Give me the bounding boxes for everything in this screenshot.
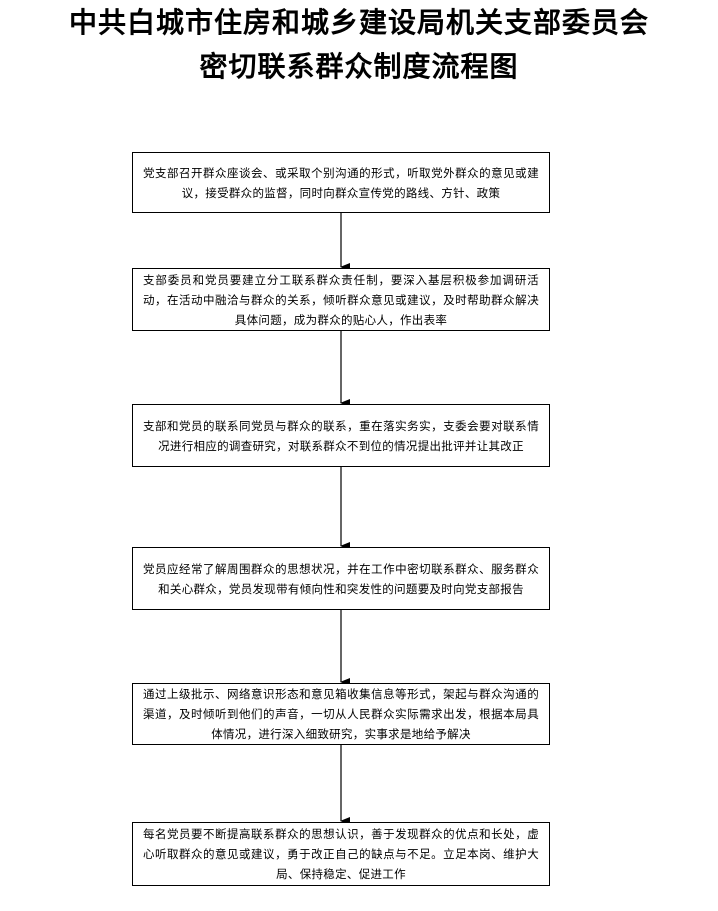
flow-step-4: 党员应经常了解周围群众的思想状况，并在工作中密切联系群众、服务群众和关心群众，党…: [132, 547, 550, 610]
flow-step-3-text: 支部和党员的联系同党员与群众的联系，重在落实务实，支委会要对联系情况进行相应的调…: [143, 418, 539, 453]
flow-step-5: 通过上级批示、网络意识形态和意见箱收集信息等形式，架起与群众沟通的渠道，及时倾听…: [132, 683, 550, 745]
flow-step-4-text: 党员应经常了解周围群众的思想状况，并在工作中密切联系群众、服务群众和关心群众，党…: [143, 561, 539, 596]
flow-step-3: 支部和党员的联系同党员与群众的联系，重在落实务实，支委会要对联系情况进行相应的调…: [132, 404, 550, 467]
flow-step-1: 党支部召开群众座谈会、或采取个别沟通的形式，听取党外群众的意见或建议，接受群众的…: [132, 152, 550, 213]
flow-step-6-text: 每名党员要不断提高联系群众的思想认识，善于发现群众的优点和长处，虚心听取群众的意…: [143, 827, 539, 881]
flow-step-5-text: 通过上级批示、网络意识形态和意见箱收集信息等形式，架起与群众沟通的渠道，及时倾听…: [143, 687, 539, 741]
page-title-line-2: 密切联系群众制度流程图: [199, 50, 519, 83]
flow-step-1-text: 党支部召开群众座谈会、或采取个别沟通的形式，听取党外群众的意见或建议，接受群众的…: [143, 165, 539, 200]
flow-step-2-text: 支部委员和党员要建立分工联系群众责任制，要深入基层积极参加调研活动，在活动中融洽…: [143, 272, 539, 327]
flow-step-2: 支部委员和党员要建立分工联系群众责任制，要深入基层积极参加调研活动，在活动中融洽…: [132, 268, 550, 331]
flow-step-6: 每名党员要不断提高联系群众的思想认识，善于发现群众的优点和长处，虚心听取群众的意…: [132, 822, 550, 886]
page-title-line-1: 中共白城市住房和城乡建设局机关支部委员会: [68, 6, 649, 39]
